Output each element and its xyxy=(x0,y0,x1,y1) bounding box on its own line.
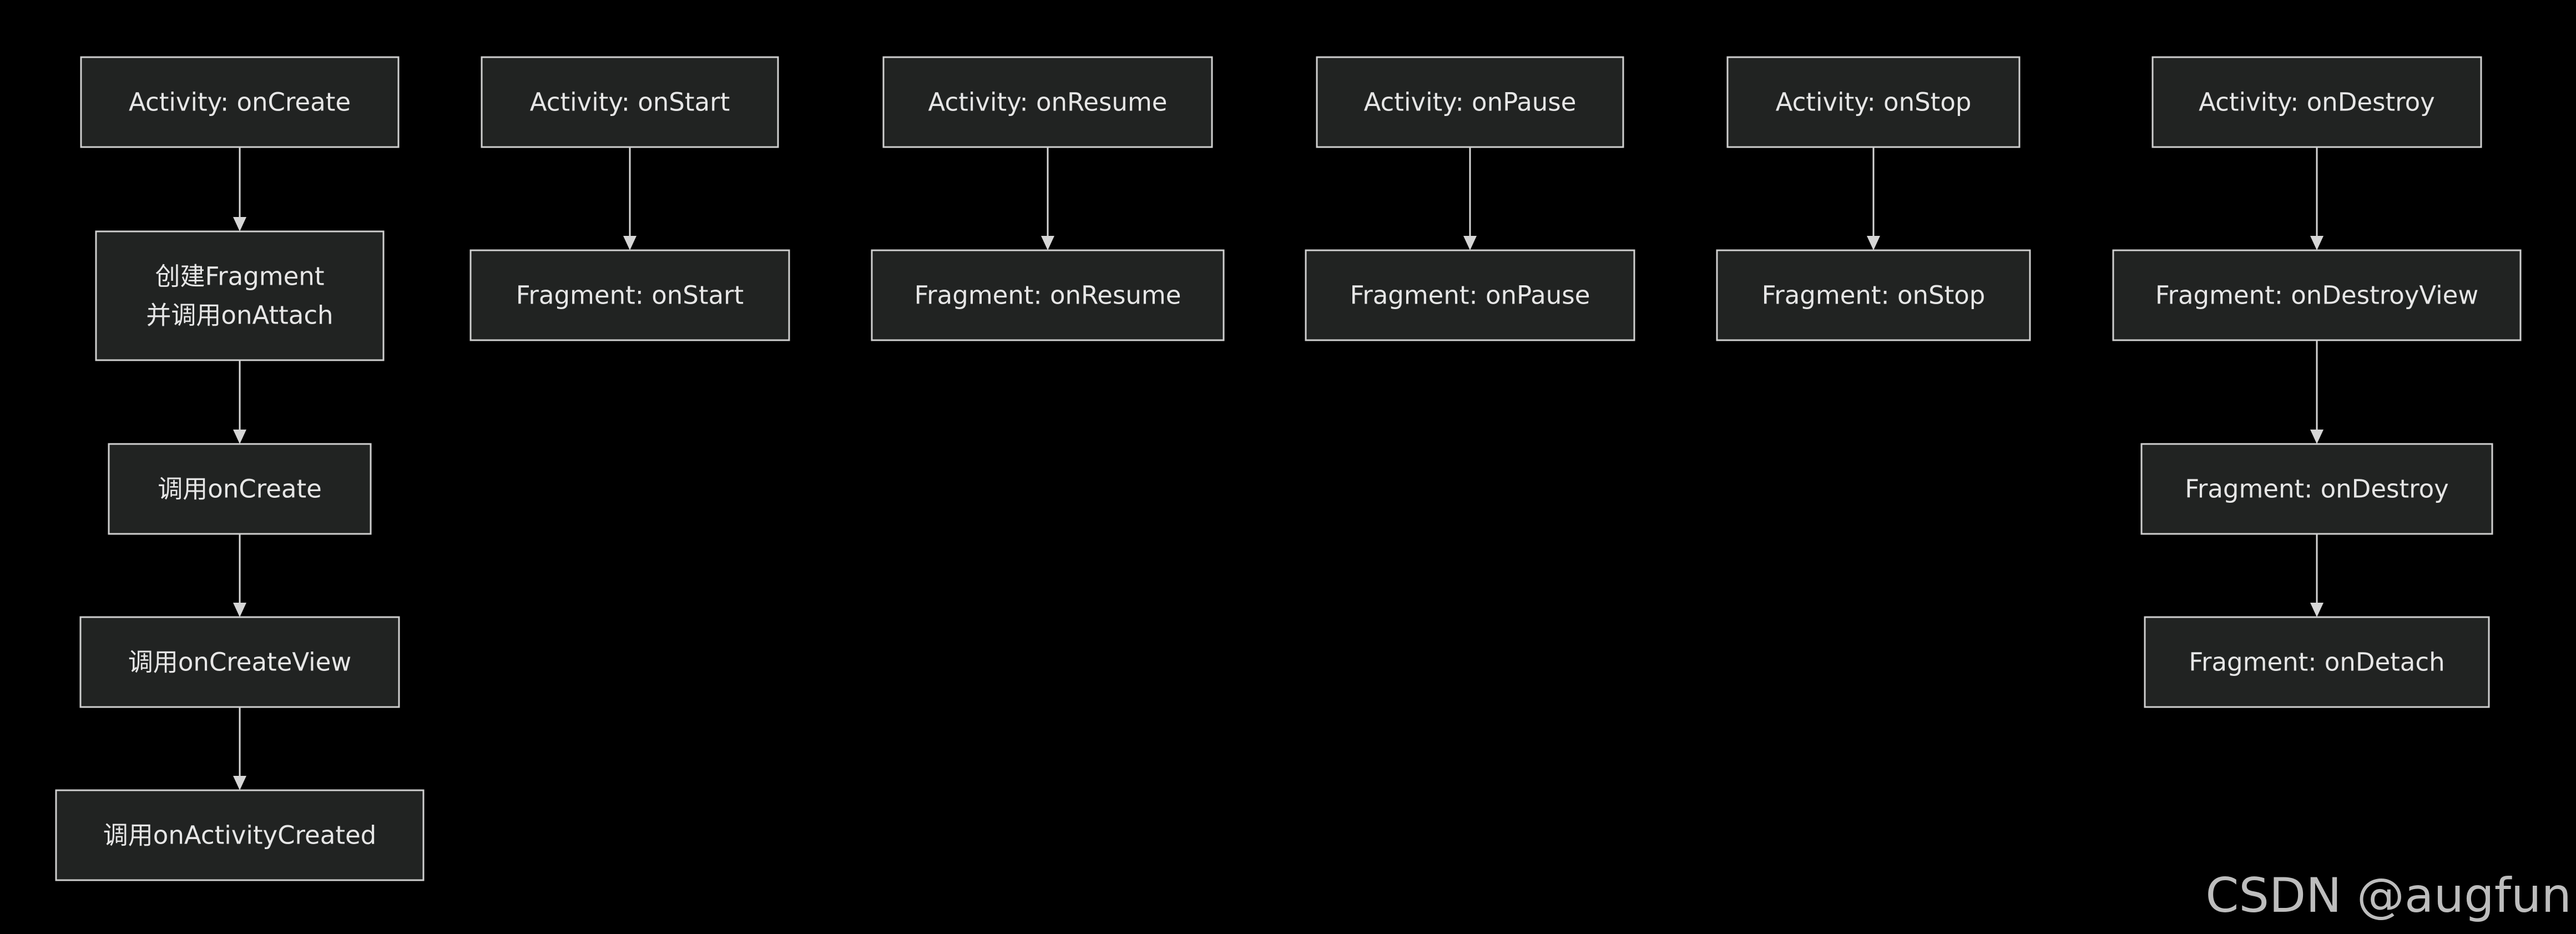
node-box xyxy=(55,789,425,881)
node-label: Activity: onResume xyxy=(928,88,1168,117)
node-label: Fragment: onResume xyxy=(915,281,1181,310)
node-box xyxy=(2144,616,2490,708)
arrowhead-icon xyxy=(233,776,246,790)
node-frag-start: Fragment: onStart xyxy=(469,249,790,341)
node-frag-destroy: Fragment: onDestroy xyxy=(2140,443,2493,535)
node-label: Fragment: onDestroy xyxy=(2185,474,2449,504)
arrowhead-icon xyxy=(623,236,637,250)
edge-frag_attach-to-frag_create xyxy=(233,360,246,444)
edge-frag_create-to-frag_create_view xyxy=(233,534,246,617)
nodes-layer: Activity: onCreate 创建Fragment 并调用onAttach 调… xyxy=(55,56,2522,881)
node-box xyxy=(79,616,400,708)
edge-act_create-to-frag_attach xyxy=(233,147,246,231)
node-box xyxy=(481,56,779,148)
node-frag-create-view: 调用onCreateView xyxy=(79,616,400,708)
node-frag-attach: 创建Fragment 并调用onAttach xyxy=(95,230,385,361)
arrowhead-icon xyxy=(1867,236,1880,250)
node-label: 调用onCreate xyxy=(158,474,322,504)
node-act-stop: Activity: onStop xyxy=(1726,56,2021,148)
node-box xyxy=(95,230,385,361)
node-act-create: Activity: onCreate xyxy=(80,56,400,148)
node-frag-activity-created: 调用onActivityCreated xyxy=(55,789,425,881)
node-box xyxy=(1305,249,1635,341)
edge-act_pause-to-frag_pause xyxy=(1463,147,1477,250)
node-box xyxy=(1316,56,1624,148)
arrowhead-icon xyxy=(233,603,246,617)
node-box xyxy=(108,443,372,535)
arrowhead-icon xyxy=(1463,236,1477,250)
node-label: Fragment: onStop xyxy=(1762,281,1986,310)
node-label: 调用onActivityCreated xyxy=(103,821,376,850)
node-act-destroy: Activity: onDestroy xyxy=(2151,56,2482,148)
edges-layer xyxy=(233,147,2324,790)
arrowhead-icon xyxy=(2310,430,2324,444)
arrowhead-icon xyxy=(2310,603,2324,617)
node-label: Activity: onStop xyxy=(1776,88,1972,117)
arrowhead-icon xyxy=(233,430,246,444)
node-label: Fragment: onStart xyxy=(516,281,744,310)
edge-frag_create_view-to-frag_activity_created xyxy=(233,707,246,790)
node-frag-destroy-view: Fragment: onDestroyView xyxy=(2112,249,2522,341)
node-label: Activity: onDestroy xyxy=(2199,88,2435,117)
edge-act_stop-to-frag_stop xyxy=(1867,147,1880,250)
node-box xyxy=(882,56,1213,148)
arrowhead-icon xyxy=(2310,236,2324,250)
node-box xyxy=(1726,56,2021,148)
node-label: Activity: onStart xyxy=(530,88,730,117)
node-label: Fragment: onDestroyView xyxy=(2155,281,2478,310)
node-box xyxy=(2140,443,2493,535)
node-label: Activity: onPause xyxy=(1364,88,1577,117)
node-label: 并调用onAttach xyxy=(146,301,333,330)
node-label: 创建Fragment xyxy=(155,262,325,291)
edge-act_destroy-to-frag_destroy_view xyxy=(2310,147,2324,250)
node-act-resume: Activity: onResume xyxy=(882,56,1213,148)
watermark-text: CSDN @augfun xyxy=(2205,868,2572,923)
node-box xyxy=(469,249,790,341)
edge-frag_destroy-to-frag_detach xyxy=(2310,534,2324,617)
node-label: Fragment: onPause xyxy=(1350,281,1590,310)
arrowhead-icon xyxy=(1041,236,1054,250)
node-frag-detach: Fragment: onDetach xyxy=(2144,616,2490,708)
node-box xyxy=(2151,56,2482,148)
node-label: 调用onCreateView xyxy=(128,648,351,677)
edge-act_resume-to-frag_resume xyxy=(1041,147,1054,250)
edge-frag_destroy_view-to-frag_destroy xyxy=(2310,340,2324,444)
node-box xyxy=(80,56,400,148)
node-box xyxy=(1716,249,2031,341)
node-box xyxy=(871,249,1225,341)
node-frag-pause: Fragment: onPause xyxy=(1305,249,1635,341)
edge-act_start-to-frag_start xyxy=(623,147,637,250)
node-frag-stop: Fragment: onStop xyxy=(1716,249,2031,341)
node-label: Fragment: onDetach xyxy=(2189,648,2444,677)
node-act-pause: Activity: onPause xyxy=(1316,56,1624,148)
node-box xyxy=(2112,249,2522,341)
node-frag-create: 调用onCreate xyxy=(108,443,372,535)
node-act-start: Activity: onStart xyxy=(481,56,779,148)
arrowhead-icon xyxy=(233,217,246,231)
node-frag-resume: Fragment: onResume xyxy=(871,249,1225,341)
node-label: Activity: onCreate xyxy=(129,88,351,117)
